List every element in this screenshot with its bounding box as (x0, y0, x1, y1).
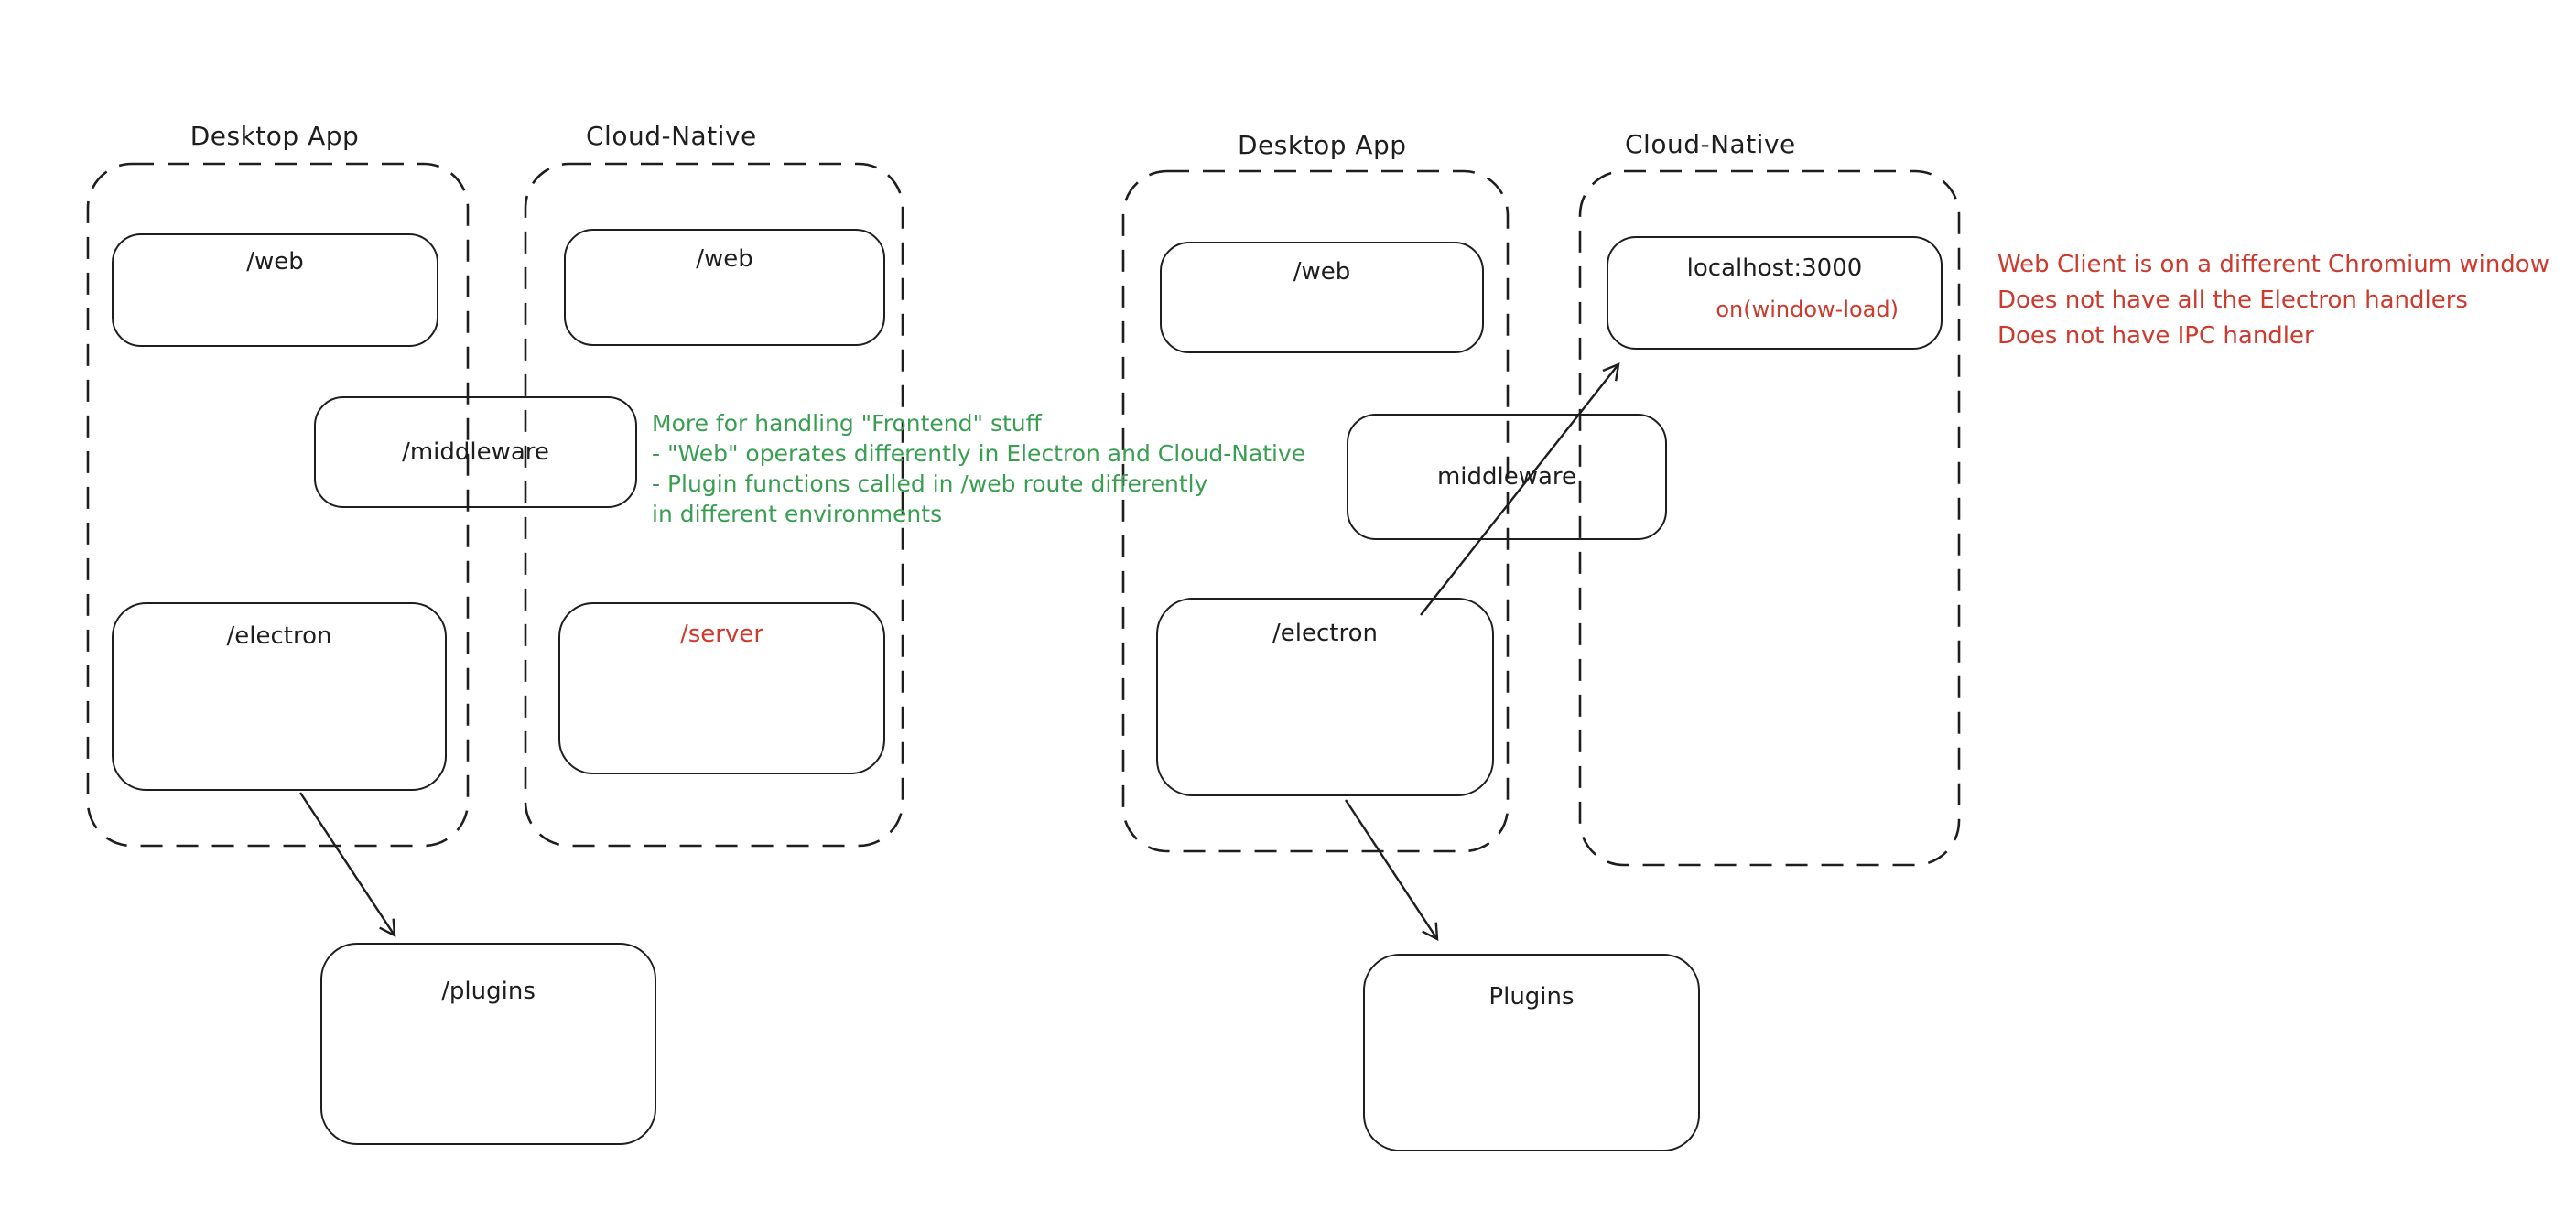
right-middleware-box: middleware (1347, 414, 1667, 540)
left-cloud-native-label: Cloud-Native (586, 121, 757, 151)
left-server-label: /server (679, 621, 764, 648)
green-annotation-line: in different environments (652, 501, 943, 527)
red-annotation: Web Client is on a different Chromium wi… (1997, 247, 2549, 354)
left-middleware-box: /middleware (314, 396, 637, 508)
green-annotation-line: - "Web" operates differently in Electron… (652, 440, 1306, 467)
green-annotation-line: More for handling "Frontend" stuff (652, 410, 1042, 437)
right-electron-label: /electron (1272, 620, 1378, 647)
left-server-box: /server (558, 602, 885, 774)
right-electron-box: /electron (1156, 598, 1494, 796)
red-annotation-line: Does not have all the Electron handlers (1997, 286, 2468, 314)
arrow-electron-to-plugins-left (298, 792, 396, 938)
right-cloud-native-label: Cloud-Native (1625, 129, 1796, 159)
right-middleware-label: middleware (1436, 463, 1577, 491)
right-desktop-app-label: Desktop App (1238, 130, 1407, 160)
left-cloud-web-label: /web (696, 245, 753, 273)
green-annotation: More for handling "Frontend" stuff - "We… (652, 408, 1305, 529)
localhost-box: localhost:3000 on(window-load) (1607, 236, 1943, 350)
localhost-title: localhost:3000 (1686, 254, 1863, 282)
right-desktop-web-box: /web (1160, 242, 1484, 353)
left-desktop-app-label: Desktop App (189, 121, 360, 151)
left-plugins-label: /plugins (441, 978, 536, 1005)
left-cloud-web-box: /web (564, 229, 885, 346)
left-desktop-web-label: /web (246, 248, 304, 276)
red-annotation-line: Web Client is on a different Chromium wi… (1997, 251, 2549, 278)
left-electron-box: /electron (112, 602, 447, 791)
left-desktop-web-box: /web (112, 233, 438, 347)
red-annotation-line: Does not have IPC handler (1997, 322, 2314, 350)
right-plugins-label: Plugins (1488, 983, 1575, 1010)
left-electron-label: /electron (226, 622, 332, 650)
localhost-window-load-label: on(window-load) (1716, 297, 1899, 322)
left-plugins-box: /plugins (320, 943, 656, 1145)
left-middleware-label: /middleware (402, 438, 549, 466)
right-plugins-box: Plugins (1363, 954, 1700, 1151)
arrow-electron-to-plugins-right (1344, 799, 1439, 942)
right-desktop-web-label: /web (1293, 258, 1351, 286)
green-annotation-line: - Plugin functions called in /web route … (652, 470, 1208, 497)
